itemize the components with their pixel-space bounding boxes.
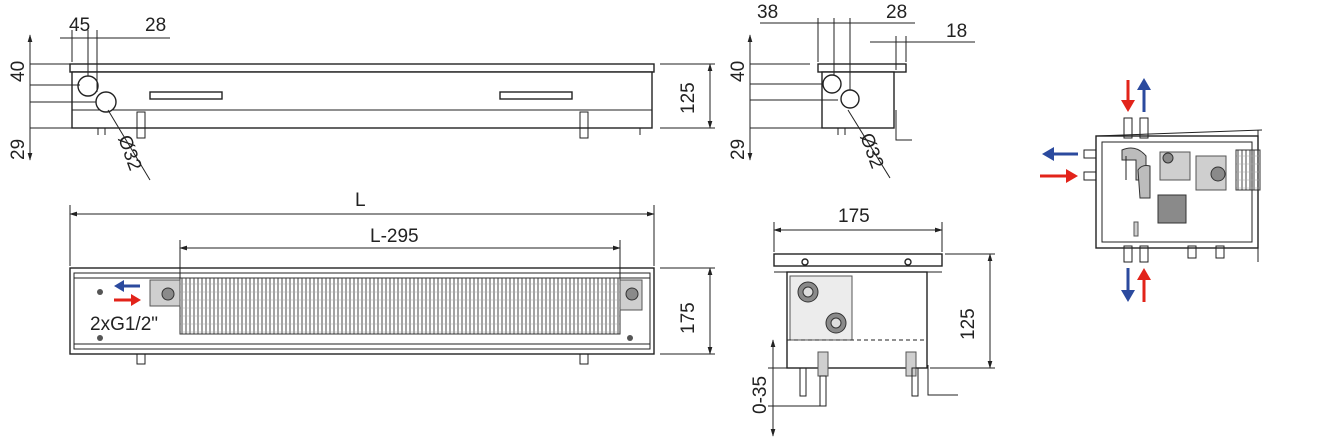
arrow-red-down-icon	[1121, 80, 1135, 112]
dim-175-section: 175	[838, 206, 870, 227]
connection-label: 2xG1/2"	[90, 314, 158, 335]
dim-175-plan: 175	[678, 302, 699, 334]
dim-45: 45	[69, 15, 90, 36]
plan-view: L L-295 175 2xG1/2"	[69, 190, 715, 365]
end-elevation-view: 38 28 18 40 29 Ø32	[728, 2, 975, 179]
dim-28: 28	[145, 15, 166, 36]
dim-d32-small: Ø32	[855, 131, 887, 172]
cross-section-view: 175 125 0-35	[750, 206, 995, 437]
dim-28-small: 28	[886, 2, 907, 23]
arrow-red-right-icon	[114, 294, 141, 306]
arrow-red-up-icon	[1137, 268, 1151, 302]
valve-detail-view	[1040, 78, 1263, 302]
dim-0-35: 0-35	[750, 376, 771, 414]
dim-125-section: 125	[958, 308, 979, 340]
dim-40-small: 40	[728, 61, 749, 82]
arrow-blue-left-icon	[114, 280, 140, 292]
dim-125: 125	[678, 82, 699, 114]
dim-d32: Ø32	[113, 133, 145, 174]
dim-18: 18	[946, 21, 967, 42]
arrow-blue-left-icon	[1042, 147, 1078, 161]
dim-L: L	[355, 190, 366, 211]
arrow-blue-down-icon	[1121, 268, 1135, 302]
arrow-red-right-icon	[1040, 169, 1078, 183]
dim-29-small: 29	[728, 139, 749, 160]
dim-29: 29	[8, 139, 29, 160]
dim-L-295: L-295	[370, 226, 419, 247]
side-elevation-view: 45 28 40 29 125 Ø32	[8, 15, 715, 181]
arrow-blue-up-icon	[1137, 78, 1151, 112]
dim-38: 38	[757, 2, 778, 23]
dim-40: 40	[8, 61, 29, 82]
